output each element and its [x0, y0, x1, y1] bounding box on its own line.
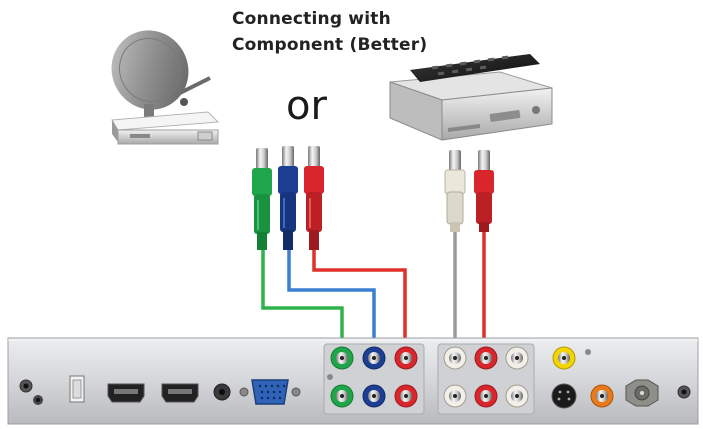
jack-red-top-audio-icon	[474, 346, 498, 370]
s-video-jack-icon	[551, 383, 577, 409]
jack-blue-bottom-icon	[362, 384, 386, 408]
composite-video-jack-icon	[552, 346, 591, 370]
red-component-wire	[312, 250, 407, 348]
audio-red-plug-icon	[474, 150, 494, 232]
jack-red-bottom-audio-icon	[474, 384, 498, 408]
jack-white-top-2-icon	[505, 346, 529, 370]
or-label: or	[286, 83, 327, 129]
pc-audio-jack-icon	[213, 383, 231, 401]
jack-green-bottom-icon	[330, 384, 354, 408]
blue-wire	[287, 250, 376, 348]
title-line-2: Component (Better)	[232, 35, 428, 55]
jack-blue-top-icon	[362, 346, 386, 370]
jack-red-bottom-icon	[394, 384, 418, 408]
green-wire	[261, 250, 344, 348]
remote-control-icon	[410, 54, 540, 82]
component-green-plug-icon	[252, 148, 272, 250]
component-blue-plug-icon	[278, 146, 298, 250]
coax-antenna-jack-icon	[625, 379, 659, 407]
headphone-jack-icon	[677, 385, 691, 399]
hdmi-port-2-icon	[161, 383, 199, 403]
audio-input-jacks	[437, 343, 535, 415]
vga-port-icon	[239, 379, 301, 405]
hdmi-port-1-icon	[107, 383, 145, 403]
usb-port-icon	[69, 375, 85, 403]
jack-white-bottom-icon	[443, 384, 467, 408]
component-input-jacks	[323, 343, 425, 415]
component-red-plug-icon	[304, 146, 324, 250]
satellite-receiver-icon	[111, 111, 220, 145]
audio-jack-icon	[19, 379, 43, 405]
jack-white-top-icon	[443, 346, 467, 370]
jack-white-bottom-2-icon	[505, 384, 529, 408]
cable-wires	[261, 230, 486, 348]
satellite-dish-icon	[111, 30, 211, 118]
set-top-box-icon	[389, 71, 553, 141]
title-line-1: Connecting with	[232, 9, 391, 29]
spdif-jack-icon	[590, 384, 614, 408]
jack-green-top-icon	[330, 346, 354, 370]
jack-red-top-icon	[394, 346, 418, 370]
diagram-title: Connecting with Component (Better)	[232, 6, 427, 58]
audio-white-plug-icon	[444, 150, 466, 232]
